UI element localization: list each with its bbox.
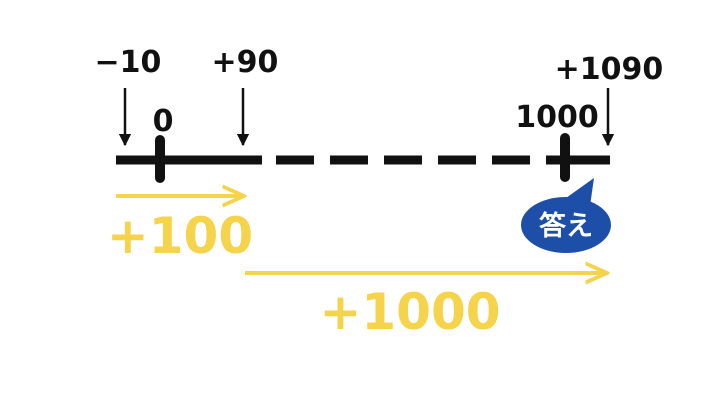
label-zero: 0 xyxy=(153,104,174,139)
jump-label-plus-1000: +1000 xyxy=(319,283,500,341)
answer-bubble: 答え xyxy=(521,178,611,253)
label-plus-ten-ninety: +1090 xyxy=(555,52,664,87)
answer-bubble-body xyxy=(521,197,611,253)
label-thousand: 1000 xyxy=(515,100,599,135)
label-plus-ninety: +90 xyxy=(212,45,279,80)
answer-bubble-text: 答え xyxy=(539,210,593,242)
label-minus-ten: −10 xyxy=(95,45,162,80)
jump-label-plus-100: +100 xyxy=(107,207,253,265)
